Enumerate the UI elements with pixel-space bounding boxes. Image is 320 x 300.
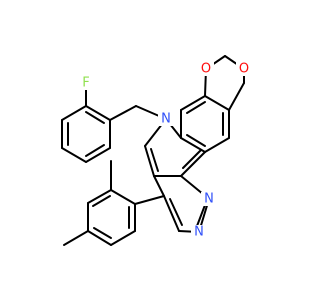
bond-dmp-double-2 xyxy=(93,227,112,239)
bond-core-double-1 xyxy=(150,148,159,172)
oxygen-top-mask xyxy=(198,62,214,76)
bond-dmp-2 xyxy=(87,189,112,204)
pyrazole-nitrogen-1-mask xyxy=(201,192,217,206)
bond-q-1 xyxy=(180,95,206,111)
bond-fb-double-2 xyxy=(85,144,105,157)
bond-q-4 xyxy=(204,137,230,153)
bond-pyrazole-2 xyxy=(163,195,180,232)
bond-dmp-5 xyxy=(110,230,136,246)
pyrazole-nitrogen-1-label: N xyxy=(204,192,214,207)
bond-benzyl-ch2-1 xyxy=(109,105,137,121)
bond-q-double-1 xyxy=(186,101,206,114)
bond-md-2 xyxy=(228,82,245,111)
quinoline-nitrogen-label: N xyxy=(161,112,171,127)
bond-core-5 xyxy=(180,151,206,177)
bond-fb-1 xyxy=(61,105,87,121)
fluorine-label-mask xyxy=(78,76,94,90)
bond-fb-double-3 xyxy=(85,111,105,124)
bond-dmp-4 xyxy=(87,230,112,246)
molecule-structure-svg: F N O O N N xyxy=(0,0,300,300)
bond-fb-6 xyxy=(85,105,111,121)
bond-fb-3 xyxy=(61,147,87,163)
quinoline-nitrogen-mask xyxy=(158,112,174,126)
fluorine-atom-label: F xyxy=(82,76,89,91)
bond-q-double-3 xyxy=(186,134,206,147)
bond-methyl-2 xyxy=(63,230,89,246)
oxygen-right-label: O xyxy=(239,62,249,77)
bond-phenyl-link xyxy=(134,195,165,205)
oxygen-right-mask xyxy=(236,62,252,76)
bond-pyrazole-double-2 xyxy=(196,204,206,227)
bond-pyrazole-1 xyxy=(153,175,165,197)
oxygen-top-label: O xyxy=(201,62,211,77)
bond-pyrazole-double-1 xyxy=(169,198,183,226)
bond-fb-4 xyxy=(85,147,111,163)
bond-q-2 xyxy=(204,95,230,111)
bond-dmp-1 xyxy=(110,189,136,205)
molecule-canvas: F N O O N N xyxy=(0,0,300,300)
bond-core-3 xyxy=(144,145,155,177)
pyrazole-nitrogen-2-label: N xyxy=(194,225,204,240)
bond-layer xyxy=(61,55,245,246)
bond-core-double-2 xyxy=(182,149,202,169)
bond-dmp-double-1 xyxy=(92,195,111,207)
pyrazole-nitrogen-2-mask xyxy=(191,225,207,239)
atom-label-layer: F N O O N N xyxy=(78,62,252,240)
diagram-background xyxy=(0,0,300,300)
